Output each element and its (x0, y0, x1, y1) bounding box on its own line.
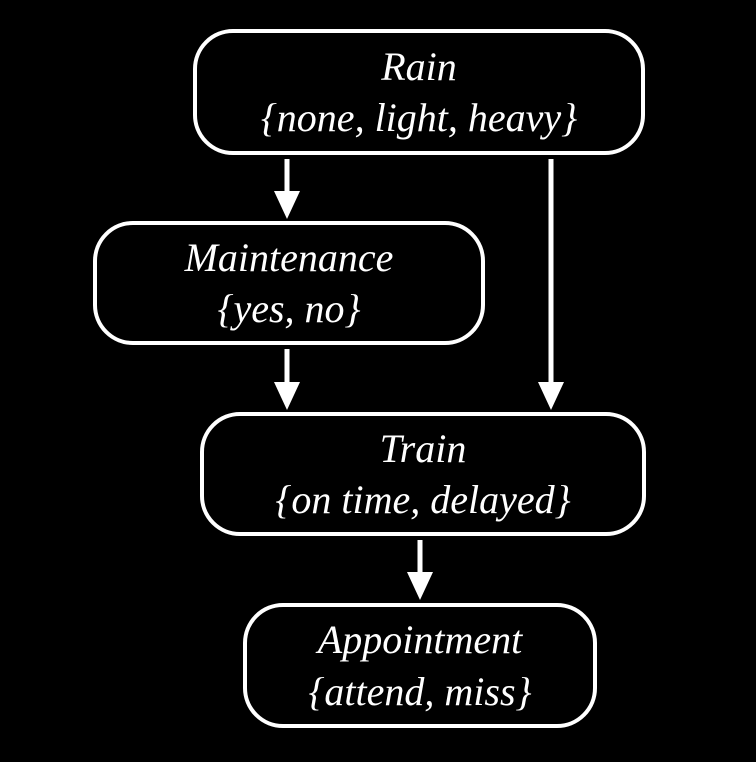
node-maintenance: Maintenance {yes, no} (93, 221, 485, 345)
node-rain: Rain {none, light, heavy} (193, 29, 645, 155)
node-train-values: {on time, delayed} (275, 477, 571, 522)
edge-maintenance-to-train (274, 349, 300, 410)
node-maintenance-values: {yes, no} (217, 286, 361, 331)
edge-rain-to-train (538, 159, 564, 410)
node-rain-title: Rain (381, 43, 457, 89)
node-appointment-title: Appointment (317, 617, 523, 663)
edge-train-to-appointment (407, 540, 433, 600)
node-maintenance-title: Maintenance (184, 234, 394, 280)
edge-rain-to-maintenance (274, 159, 300, 219)
node-appointment-values: {attend, miss} (308, 668, 532, 714)
node-train-title: Train (379, 425, 467, 471)
node-rain-values: {none, light, heavy} (260, 95, 578, 140)
node-appointment: Appointment {attend, miss} (243, 603, 597, 728)
node-train: Train {on time, delayed} (200, 412, 646, 536)
